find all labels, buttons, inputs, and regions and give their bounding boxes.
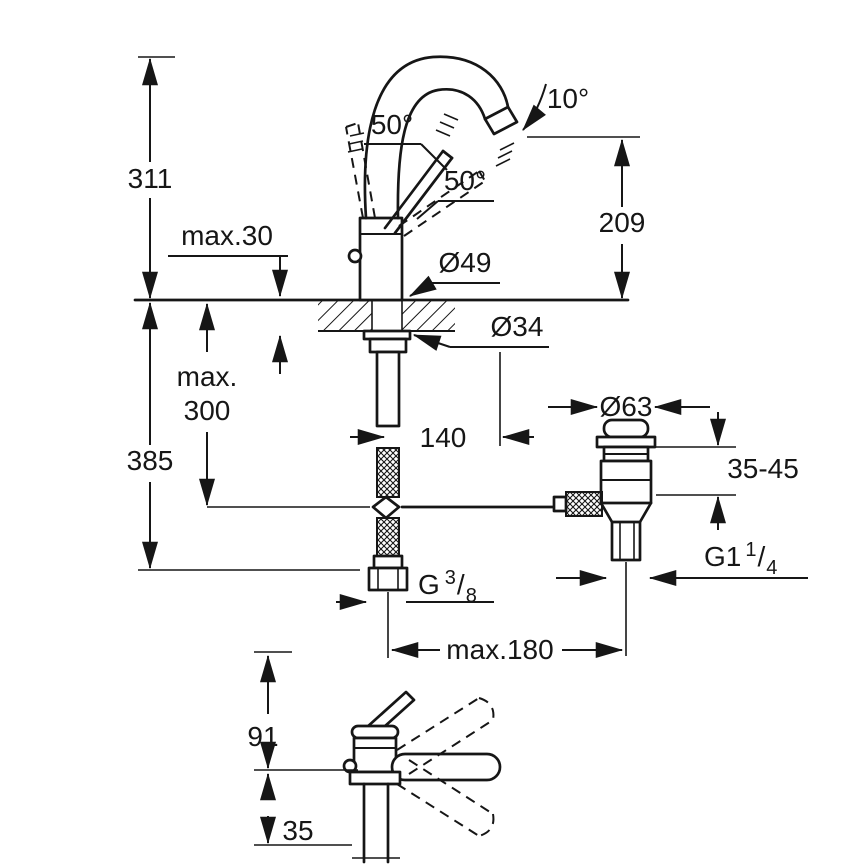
dim-base-diameter: Ø49 <box>409 247 500 297</box>
handle-lever <box>383 149 454 235</box>
dim-d63-label: Ø63 <box>600 391 653 422</box>
dim-300-label: 300 <box>184 395 231 426</box>
dim-handle-angle-right: 50° <box>416 165 494 220</box>
dim-outlet-height: 209 <box>527 136 646 300</box>
dim-10deg-label: 10° <box>547 83 589 114</box>
dim-hole-diameter: Ø34 <box>412 311 549 446</box>
hose-nut <box>367 566 409 592</box>
rod-clamp <box>552 495 568 513</box>
dim-waste-flange-diameter: Ø63 <box>548 391 710 422</box>
waste-cap <box>602 418 650 439</box>
faucet-side-view <box>342 690 502 864</box>
rod-connector <box>565 491 603 517</box>
waste-tailpipe <box>610 520 642 562</box>
pop-up-rod-knob <box>347 248 363 264</box>
counter-hatch-right <box>402 301 455 332</box>
pop-up-waste <box>552 418 657 656</box>
dim-max180-label: max.180 <box>446 634 553 665</box>
dim-35-45-label: 35-45 <box>727 453 799 484</box>
spout-outer-curve <box>363 55 510 220</box>
dim-rod-offset: 140 <box>350 422 534 453</box>
spout-inner-curve <box>396 87 487 220</box>
dim-50deg-right-label: 50° <box>444 165 486 196</box>
thread-slash: / <box>457 569 465 600</box>
threaded-shank <box>375 350 401 428</box>
hose-ferrule <box>372 554 404 570</box>
thread-numerator: 3 <box>445 567 456 589</box>
mounting-nut <box>368 337 408 354</box>
hose-upper <box>376 447 400 498</box>
dim-max-deck-thickness: max.30 <box>168 220 288 374</box>
rod-joint <box>371 495 401 520</box>
dim-209-label: 209 <box>599 207 646 238</box>
position-tick-marks <box>347 113 515 167</box>
side-spout <box>390 752 502 782</box>
thread-denominator: 8 <box>466 585 477 607</box>
thread-numerator: 1 <box>745 539 756 561</box>
dim-max30-label: max.30 <box>181 220 273 251</box>
dim-50deg-left-label: 50° <box>371 109 413 140</box>
side-body <box>352 736 398 774</box>
dim-max-reach: max.180 <box>387 592 624 665</box>
waste-body <box>599 459 653 505</box>
countertop-section <box>133 298 630 354</box>
faucet-front-view <box>345 55 519 302</box>
dim-hose-max-length: max. 300 <box>177 302 238 507</box>
handle-lever-position-right <box>398 170 486 237</box>
dim-max-word: max. <box>177 361 238 392</box>
dim-below-deck-depth: 385 <box>127 301 360 571</box>
dim-385-label: 385 <box>127 445 174 476</box>
thread-base: G1 <box>704 541 741 572</box>
dim-side-spout-offset: 35 <box>254 772 352 846</box>
thread-base: G <box>418 569 440 600</box>
dim-311-label: 311 <box>128 163 173 194</box>
dim-outlet-angle: 10° <box>522 83 589 131</box>
dim-total-height: 311 <box>128 56 175 300</box>
handle-lever-position-left <box>345 122 376 219</box>
side-base-flange <box>348 770 402 786</box>
dim-140-label: 140 <box>420 422 467 453</box>
dim-35-label: 35 <box>282 815 313 846</box>
waste-flange <box>595 435 657 449</box>
dim-handle-angle-left: 50° <box>364 109 448 171</box>
side-spout-swivel-up <box>396 697 495 775</box>
pop-up-rod <box>207 495 568 520</box>
dim-d34-label: Ø34 <box>491 311 544 342</box>
side-spout-swivel-down <box>396 759 495 837</box>
spout-aerator <box>483 105 519 136</box>
dim-d49-label: Ø49 <box>439 247 492 278</box>
thread-denominator: 4 <box>766 557 777 579</box>
hose-lower <box>376 517 400 557</box>
counter-hatch-left <box>318 301 372 332</box>
dim-waste-deck-range: 35-45 <box>656 412 799 530</box>
thread-slash: / <box>757 541 765 572</box>
dim-side-lever-height: 91 <box>247 651 358 771</box>
side-lever-cap <box>350 724 400 740</box>
supply-hoses <box>367 350 409 592</box>
angle-arc-arrow <box>522 83 547 131</box>
dim-91-label: 91 <box>247 721 278 752</box>
